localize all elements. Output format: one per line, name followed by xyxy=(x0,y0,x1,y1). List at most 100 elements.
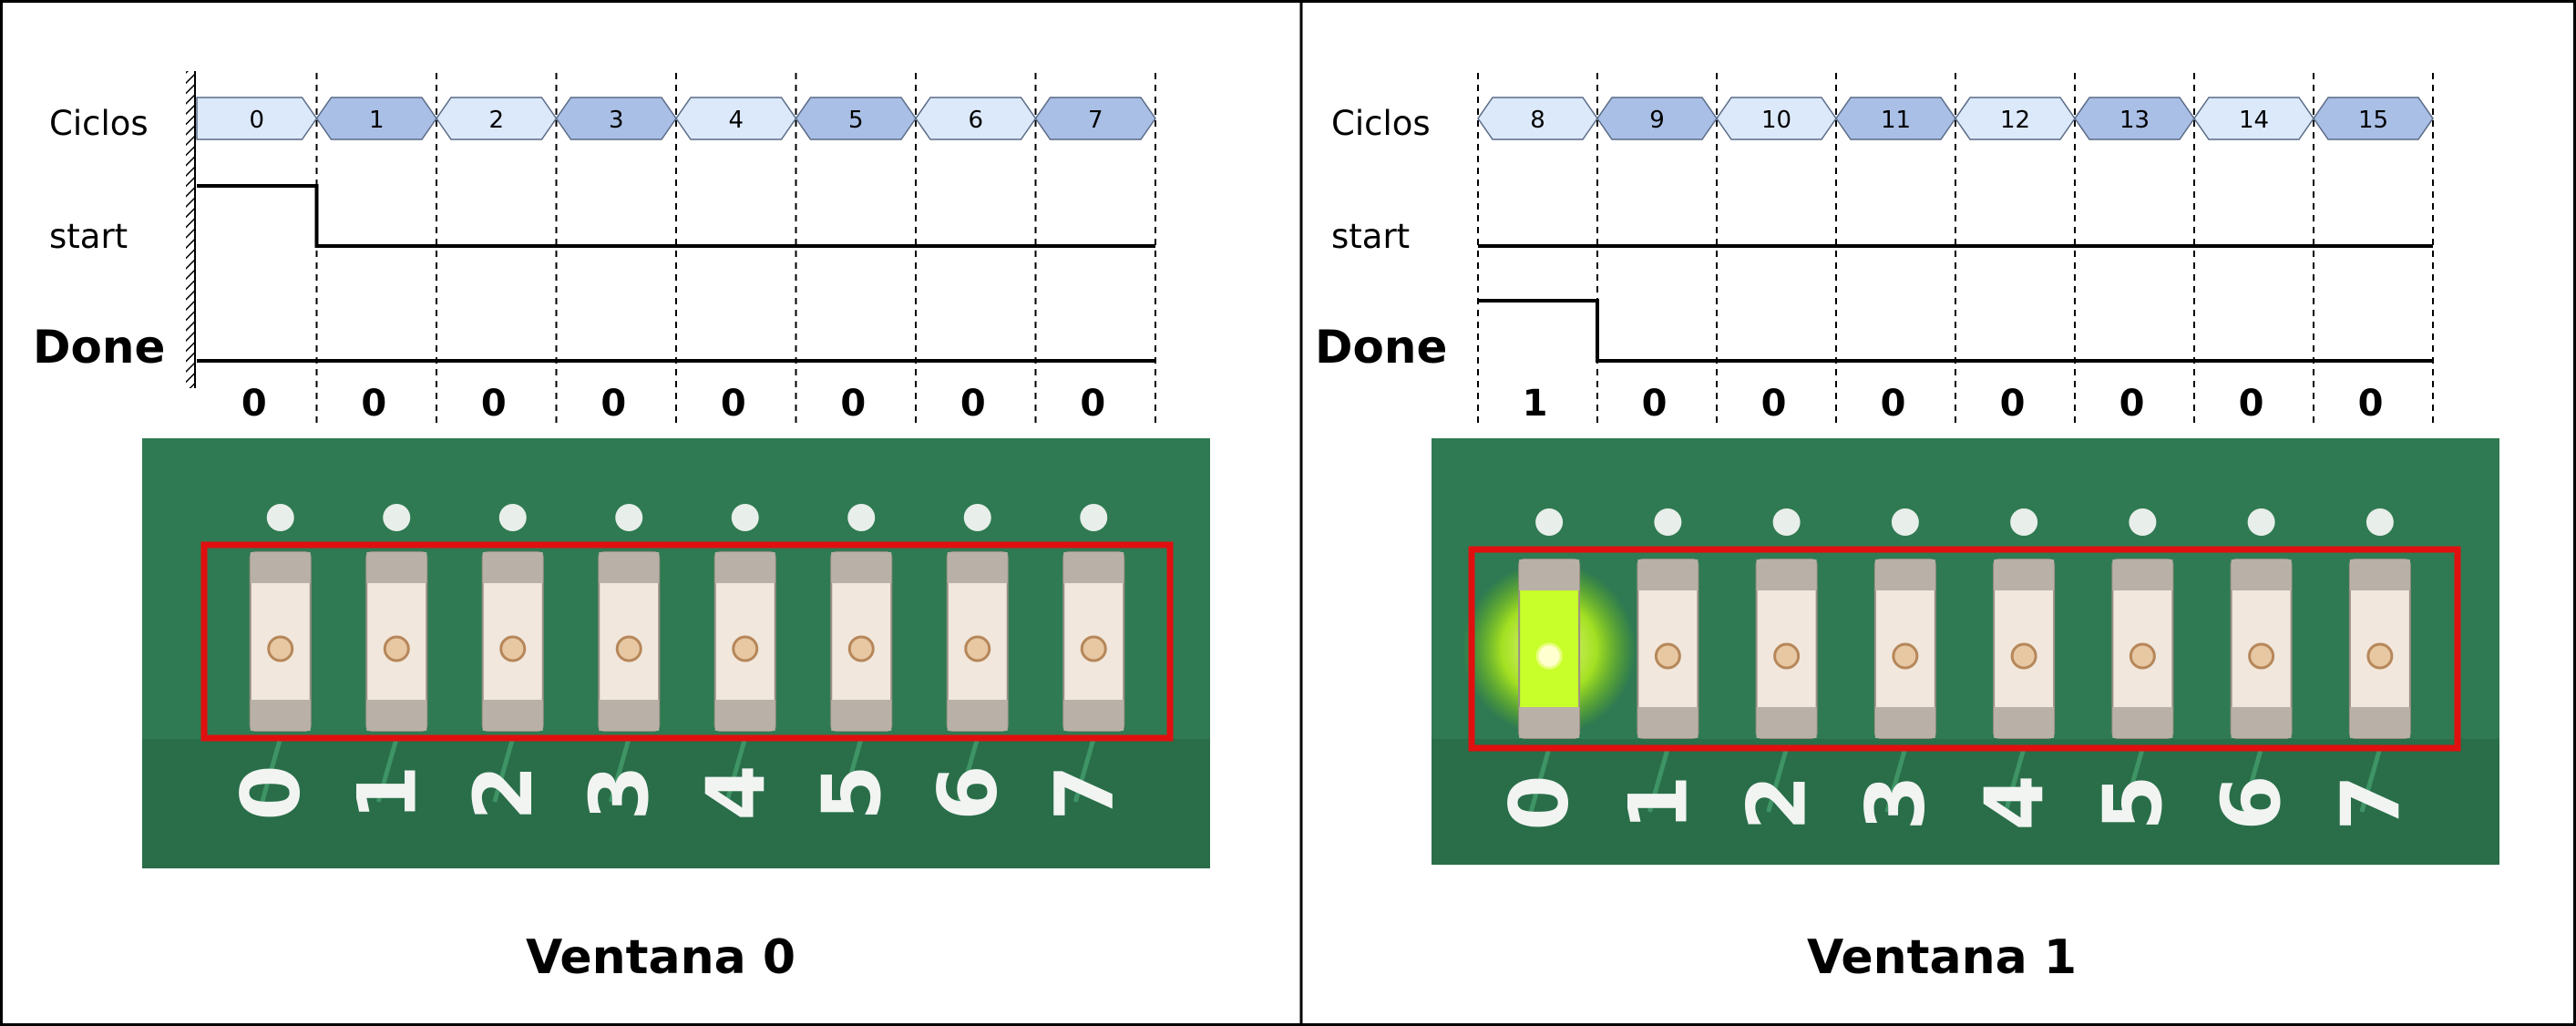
led-value: 0 xyxy=(1881,383,1906,425)
led-contact-top xyxy=(2112,559,2173,590)
via-pad xyxy=(383,504,411,531)
led-contact-bottom xyxy=(1874,707,1935,738)
cycle-number: 12 xyxy=(2000,107,2030,134)
pcb-shadow xyxy=(142,739,1210,868)
pcb-trace xyxy=(1766,747,1790,813)
silkscreen-digit: 5 xyxy=(805,764,898,820)
led-value: 1 xyxy=(1523,383,1548,425)
led-contact-top xyxy=(1994,559,2055,590)
led-value: 0 xyxy=(600,383,626,425)
pcb-trace xyxy=(724,737,748,803)
led-contact-bottom xyxy=(831,700,892,731)
pcb-trace xyxy=(2121,747,2145,813)
led-die xyxy=(732,635,759,662)
time-origin-hatch xyxy=(186,71,195,388)
label-start: start xyxy=(1331,217,1410,256)
led-die xyxy=(1892,642,1919,670)
led-die xyxy=(1773,642,1801,670)
led-contact-top xyxy=(1874,559,1935,590)
led-contact-top xyxy=(714,552,775,583)
led-contact-top xyxy=(947,552,1008,583)
led-contact-top xyxy=(1756,559,1817,590)
label-done: Done xyxy=(1315,321,1447,374)
cycle-number: 8 xyxy=(1530,107,1545,134)
pcb-trace xyxy=(2241,747,2264,813)
silkscreen-digit: 1 xyxy=(1611,775,1705,830)
silkscreen-digit: 7 xyxy=(1037,764,1131,820)
cycle-number: 7 xyxy=(1088,107,1103,134)
silkscreen-digit: 2 xyxy=(457,764,550,820)
led-die xyxy=(1654,642,1681,670)
silkscreen-digit: 1 xyxy=(340,764,434,820)
pcb-trace xyxy=(2003,747,2027,813)
via-pad xyxy=(1654,508,1682,536)
led-contact-bottom xyxy=(1063,700,1124,731)
cycle-cell xyxy=(196,97,318,140)
led-die xyxy=(2129,642,2156,670)
led-die xyxy=(964,635,991,662)
led-value: 0 xyxy=(481,383,507,425)
cycle-number: 13 xyxy=(2119,107,2150,134)
led-contact-top xyxy=(482,552,543,583)
led-die xyxy=(2366,642,2394,670)
led-contact-top xyxy=(1637,559,1699,590)
via-pad xyxy=(963,504,991,531)
pcb-trace xyxy=(492,737,516,803)
led-contact-top xyxy=(2231,559,2292,590)
cycle-number: 11 xyxy=(1881,107,1911,134)
pcb-trace xyxy=(2359,747,2383,813)
via-pad xyxy=(847,504,876,531)
label-ciclos: Ciclos xyxy=(49,104,149,143)
led-die xyxy=(615,635,642,662)
via-pad xyxy=(498,504,527,531)
cycle-number: 0 xyxy=(249,107,264,134)
cycle-number: 15 xyxy=(2358,107,2388,134)
silkscreen-digit: 3 xyxy=(1849,775,1943,830)
led-contact-top xyxy=(2349,559,2410,590)
silkscreen-digit: 7 xyxy=(2324,775,2417,830)
led-contact-bottom xyxy=(2112,707,2173,738)
led-contact-bottom xyxy=(714,700,775,731)
done-waveform xyxy=(1478,299,2433,363)
silkscreen-digit: 4 xyxy=(1967,775,2061,830)
start-waveform xyxy=(197,184,1155,248)
led-highlight-box xyxy=(200,541,1174,742)
via-pad xyxy=(1535,508,1564,536)
led-die xyxy=(267,635,294,662)
cycle-cell xyxy=(1034,97,1156,140)
silkscreen-digit: 5 xyxy=(2086,775,2180,830)
via-pad xyxy=(731,504,759,531)
led-value: 0 xyxy=(2000,383,2026,425)
cycle-number: 6 xyxy=(968,107,983,134)
panel-title: Ventana 0 xyxy=(526,930,795,985)
cycle-number: 10 xyxy=(1761,107,1791,134)
pcb-trace xyxy=(1647,747,1670,813)
via-pad xyxy=(1772,508,1801,536)
pcb-trace xyxy=(840,737,864,803)
led-contact-top xyxy=(250,552,311,583)
led-value: 0 xyxy=(960,383,986,425)
pcb-trace xyxy=(957,737,980,803)
led-contact-top xyxy=(831,552,892,583)
pcb-trace xyxy=(1528,747,1552,813)
led-value: 0 xyxy=(1080,383,1105,425)
pcb-trace xyxy=(1072,737,1096,803)
via-pad xyxy=(1080,504,1108,531)
via-pad xyxy=(1891,508,1919,536)
cycle-number: 1 xyxy=(369,107,385,134)
cycle-number: 14 xyxy=(2239,107,2269,134)
led-die xyxy=(2010,642,2037,670)
label-done: Done xyxy=(33,321,165,374)
led-value: 0 xyxy=(2358,383,2384,425)
silkscreen-digit: 3 xyxy=(572,764,666,820)
led-contact-top xyxy=(1063,552,1124,583)
cycle-number: 2 xyxy=(488,107,504,134)
led-contact-bottom xyxy=(599,700,660,731)
